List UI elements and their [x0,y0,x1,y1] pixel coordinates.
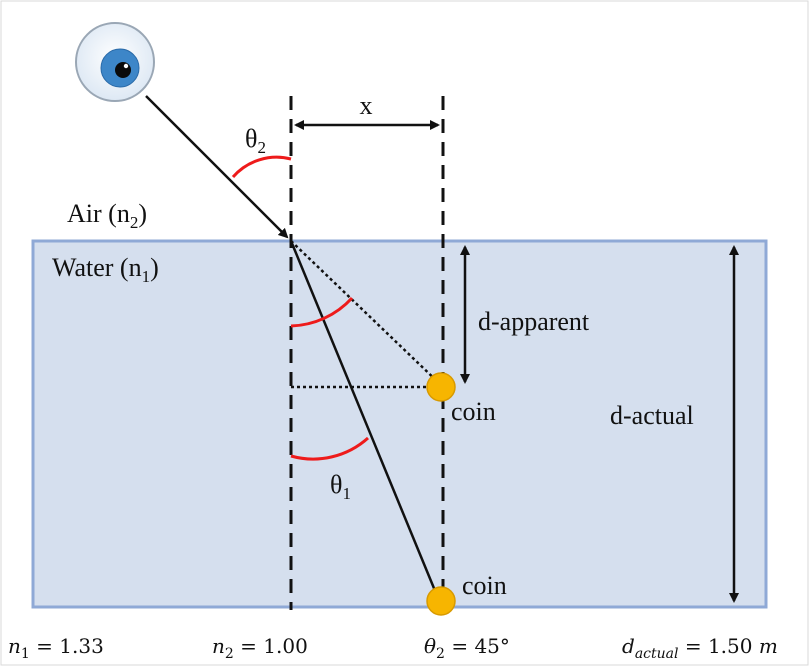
eye-icon [75,22,155,102]
given-n1: n1 = 1.33 [8,634,104,662]
d-apparent-label: d-apparent [478,307,590,336]
coin-apparent-label: coin [451,397,496,426]
d-actual-label: d-actual [610,401,694,430]
given-d-actual: dactual = 1.50 m [622,634,778,662]
incident-ray [145,95,289,239]
coin-apparent [426,372,456,402]
theta2-label: θ2 [245,124,266,157]
coin-actual [426,586,456,616]
water-region [31,239,768,609]
air-label: Air (n2) [67,199,147,232]
coin-actual-label: coin [462,571,507,600]
given-n2: n2 = 1.00 [212,634,308,662]
refracted-ray [289,240,440,599]
theta1-arc [290,436,370,461]
water-label: Water (n1) [52,253,159,286]
theta2-arc [231,155,292,178]
x-label: x [360,91,373,120]
apparent-ray [290,240,442,386]
given-theta2: θ2 = 45° [424,634,510,662]
theta1-label: θ1 [330,470,351,503]
apparent-angle-arc [290,296,354,328]
